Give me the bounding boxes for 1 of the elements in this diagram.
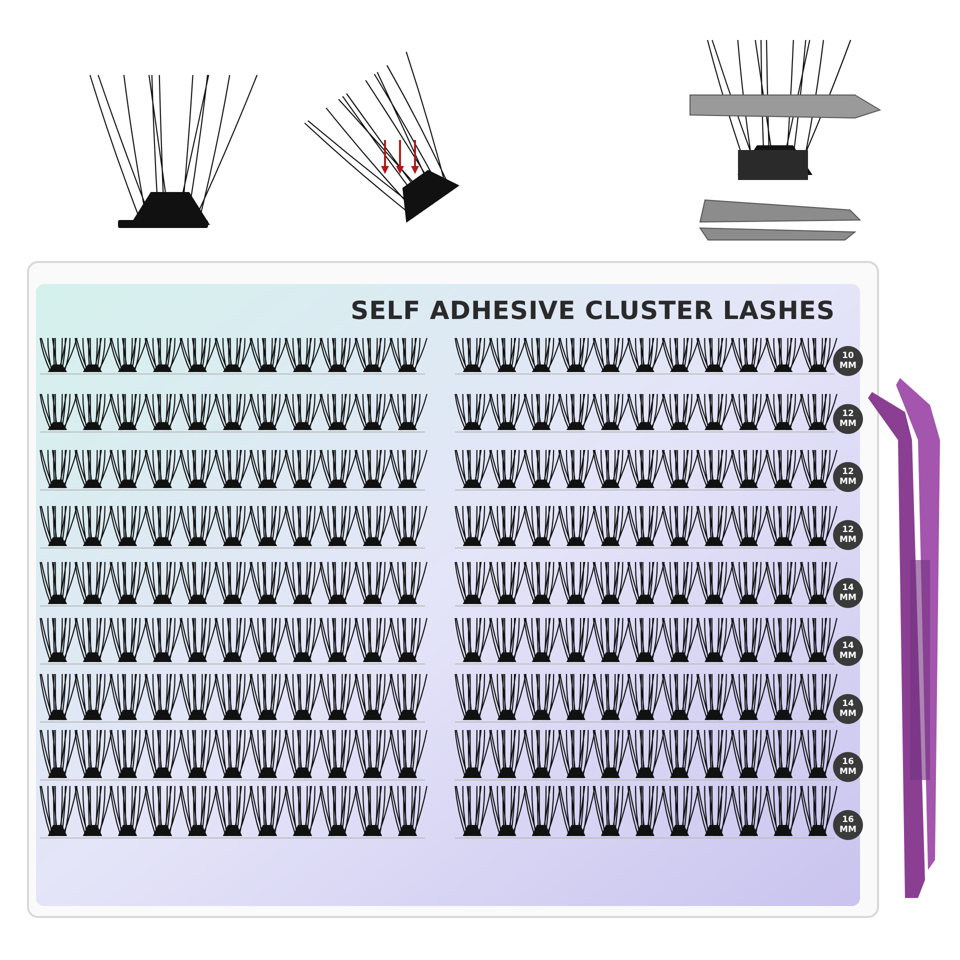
title: SELF ADHESIVE CLUSTER LASHES	[350, 296, 835, 325]
